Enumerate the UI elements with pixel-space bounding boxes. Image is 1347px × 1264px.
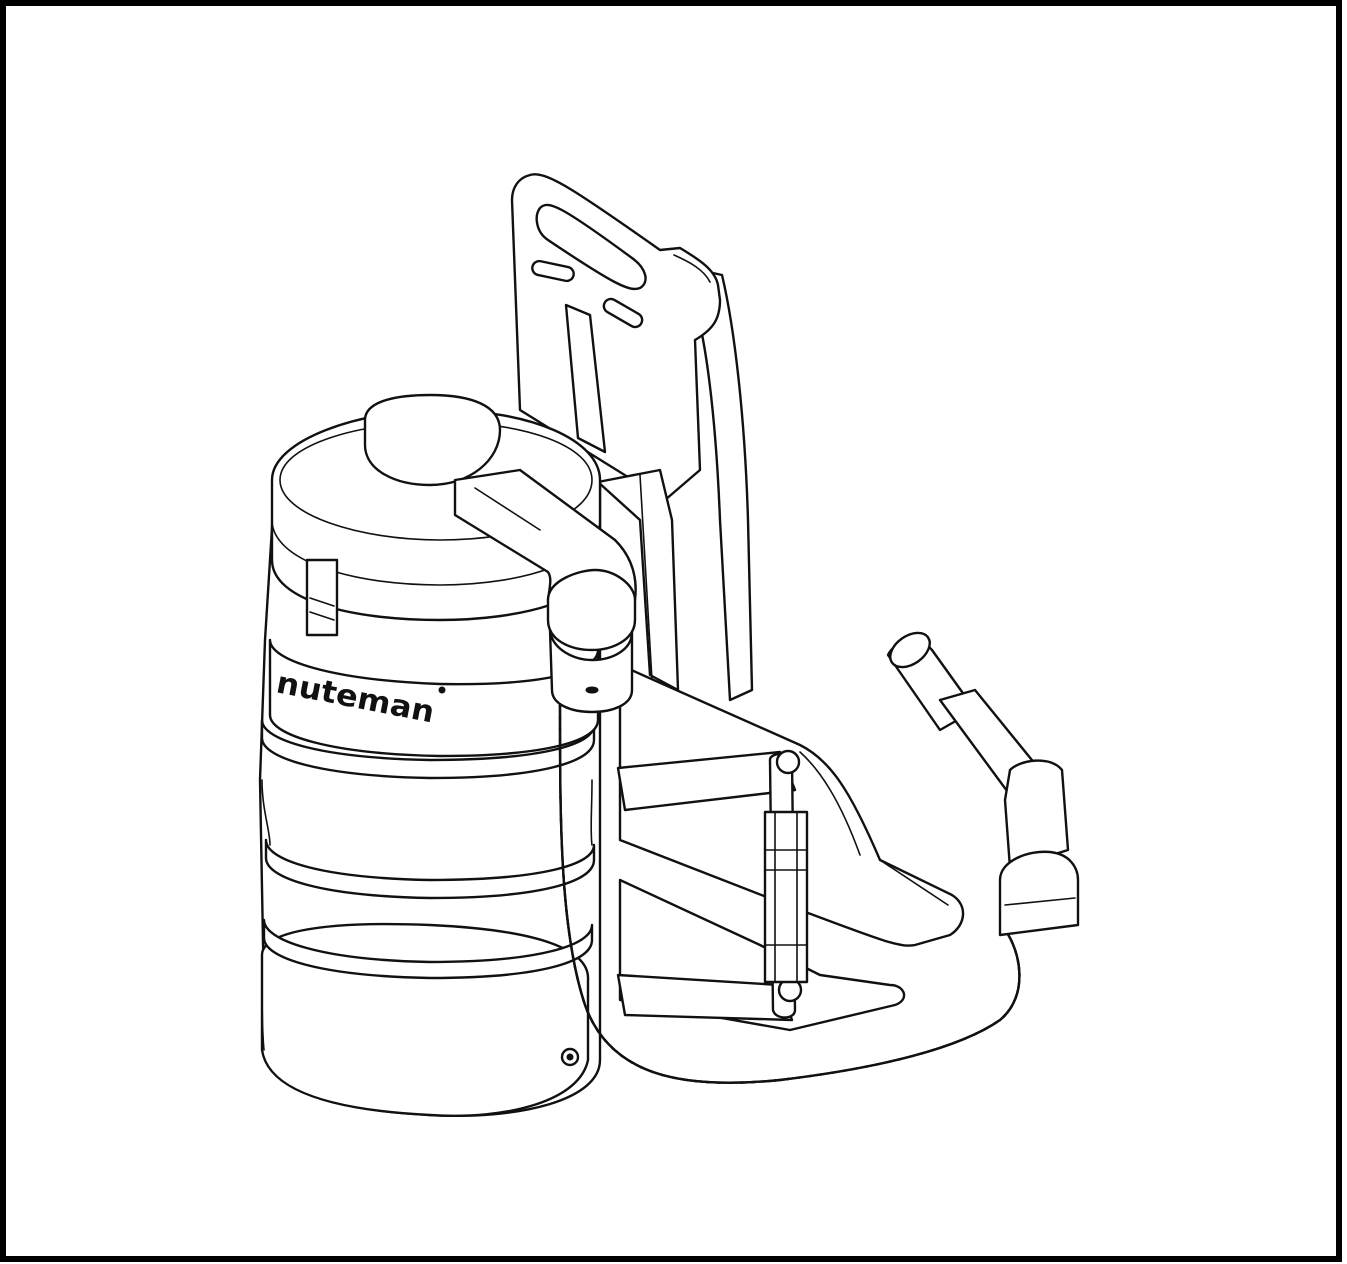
canister: nuteman (258, 393, 602, 1117)
hinge-assembly (616, 749, 809, 1022)
wand (886, 631, 1080, 937)
backplate (510, 173, 754, 702)
corrugated-hose (558, 703, 1021, 1084)
intake-elbow (453, 468, 637, 714)
